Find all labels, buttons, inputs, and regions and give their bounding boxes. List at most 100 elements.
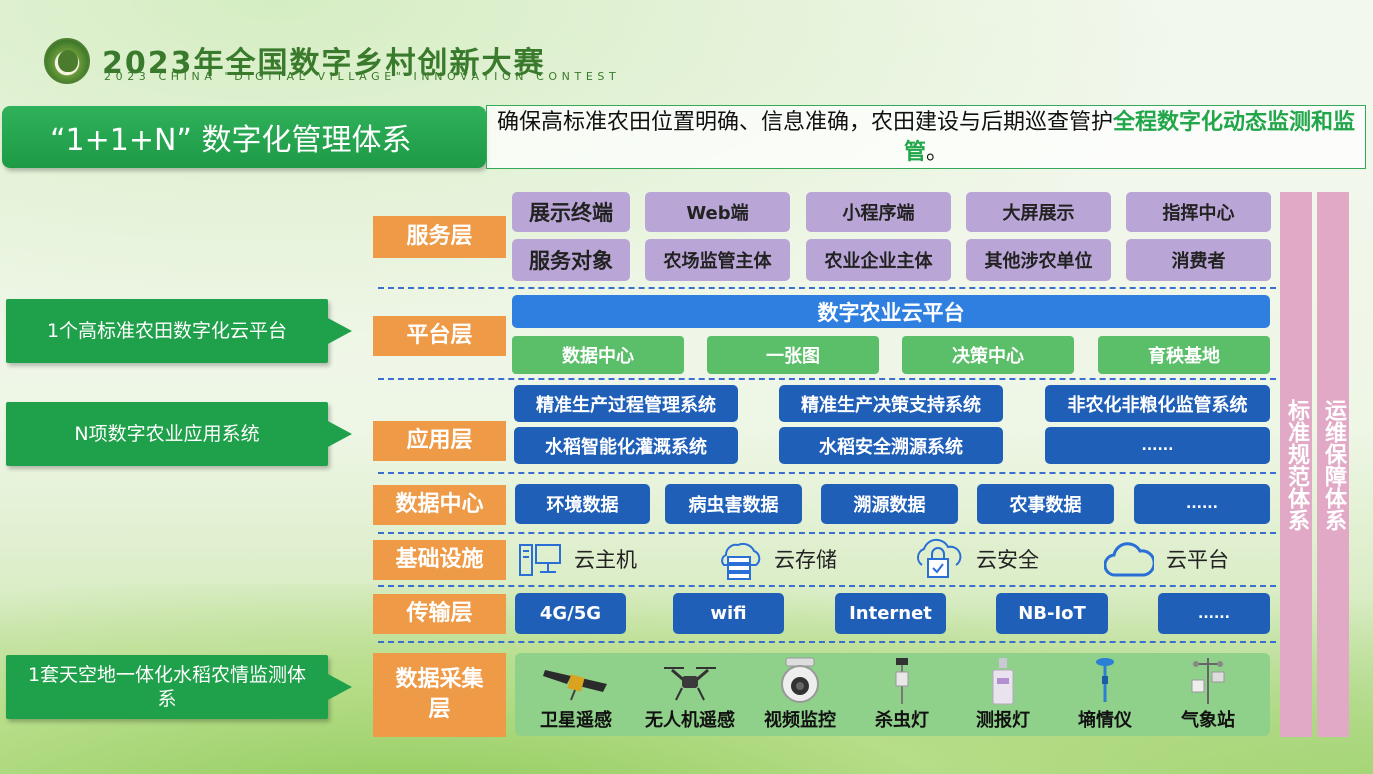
arrow-body [6,402,328,466]
device-camera: 视频监控 [750,654,850,736]
application-system: 精准生产过程管理系统 [514,385,738,422]
layer-separator [378,532,1276,534]
transport-item: wifi [673,593,784,634]
left-item-platform: 1个高标准农田数字化云平台 [6,299,352,363]
satellite-icon [543,670,607,701]
data-item: 溯源数据 [821,484,958,524]
data-item-more: ...... [1134,484,1270,524]
platform-module: 决策中心 [902,336,1074,374]
left-item-label: N项数字农业应用系统 [74,423,260,445]
server-icon [519,544,561,576]
device-soil-sensor: 墒情仪 [1055,654,1155,736]
service-terminal: Web端 [645,192,790,232]
arrow-body [6,299,328,363]
layer-service: 服务层 [373,216,506,258]
service-terminals-label: 展示终端 [512,192,630,232]
left-item-label: 1个高标准农田数字化云平台 [46,320,288,342]
layer-data-center: 数据中心 [373,485,506,525]
service-terminal: 指挥中心 [1126,192,1271,232]
cloud-security-icon [917,538,962,578]
arrow-right-icon [326,317,352,345]
data-item: 病虫害数据 [665,484,802,524]
infra-cloud-storage: 云存储 [716,536,837,582]
device-weather-station: 气象站 [1158,654,1258,736]
device-label: 杀虫灯 [875,710,929,731]
service-target: 农场监管主体 [645,239,790,281]
device-forecast-lamp: 测报灯 [953,654,1053,736]
infra-label: 云存储 [774,548,837,572]
application-more: ...... [1045,427,1270,464]
layer-application: 应用层 [373,421,506,461]
device-label: 墒情仪 [1078,710,1132,731]
application-system: 水稻智能化灌溉系统 [514,427,738,464]
cloud-storage-icon [721,542,761,580]
application-system: 水稻安全溯源系统 [779,427,1003,464]
device-label: 气象站 [1181,710,1235,731]
device-drone: 无人机遥感 [636,654,744,736]
service-target: 消费者 [1126,239,1271,281]
drone-icon [664,667,716,701]
layer-separator [378,287,1276,289]
arrow-right-icon [326,673,352,701]
standards-system-bar: 标准规范体系 [1280,192,1312,737]
layer-collection: 数据采集层 [373,653,506,737]
data-item: 环境数据 [515,484,650,524]
infra-cloud-platform: 云平台 [1104,536,1229,582]
collection-panel [515,653,1270,736]
service-target: 其他涉农单位 [966,239,1111,281]
layer-separator [378,641,1276,643]
weather-station-icon [1191,658,1225,704]
service-target: 农业企业主体 [806,239,951,281]
description-end: 。 [926,140,949,165]
device-label: 测报灯 [976,710,1030,731]
data-item: 农事数据 [977,484,1114,524]
infra-label: 云平台 [1166,548,1229,572]
layer-separator [378,472,1276,474]
contest-logo [44,38,90,84]
device-label: 卫星遥感 [540,710,612,731]
camera-icon [781,657,819,703]
infra-cloud-host: 云主机 [518,536,637,582]
soil-sensor-icon [1096,658,1114,702]
operations-system-bar: 运维保障体系 [1317,192,1349,737]
left-item-monitoring: 1套天空地一体化水稻农情监测体系 [6,655,352,719]
layer-separator [378,585,1276,587]
contest-subtitle: 2023 CHINA "DIGITAL VILLAGE" INNOVATION … [104,70,621,83]
layer-separator [378,378,1276,380]
application-system: 非农化非粮化监管系统 [1045,385,1270,422]
forecast-lamp-icon [992,658,1014,705]
transport-item: 4G/5G [515,593,626,634]
layer-transport: 传输层 [373,594,506,634]
cloud-icon [1104,542,1154,577]
description-box: 确保高标准农田位置明确、信息准确，农田建设与后期巡查管护全程数字化动态监测和监管… [486,105,1366,169]
infra-label: 云安全 [976,548,1039,572]
platform-module: 数据中心 [512,336,684,374]
service-terminal: 大屏展示 [966,192,1111,232]
service-terminal: 小程序端 [806,192,951,232]
arrow-right-icon [326,420,352,448]
platform-module: 一张图 [707,336,879,374]
layer-platform: 平台层 [373,316,506,356]
transport-item-more: ...... [1158,593,1270,634]
infra-label: 云主机 [574,548,637,572]
platform-module: 育秧基地 [1098,336,1270,374]
transport-item: Internet [835,593,946,634]
left-item-applications: N项数字农业应用系统 [6,402,352,466]
device-label: 无人机遥感 [645,710,735,731]
transport-item: NB-IoT [996,593,1108,634]
layer-infrastructure: 基础设施 [373,540,506,580]
contest-title: 2023年全国数字乡村创新大赛 [102,46,546,81]
service-targets-label: 服务对象 [512,239,630,281]
description-text: 确保高标准农田位置明确、信息准确，农田建设与后期巡查管护 [496,110,1113,135]
system-title-banner: “1+1+N” 数字化管理体系 [2,106,486,168]
arrow-body [6,655,328,719]
infra-cloud-security: 云安全 [912,536,1039,582]
left-item-label: 1套天空地一体化水稻农情监测体系 [27,664,307,710]
device-label: 视频监控 [764,710,836,731]
cloud-platform-bar: 数字农业云平台 [512,295,1270,328]
application-system: 精准生产决策支持系统 [779,385,1003,422]
description-highlight: 全程数字化动态监测和监管 [903,110,1356,165]
insect-lamp-icon [895,658,909,704]
device-insect-lamp: 杀虫灯 [852,654,952,736]
device-satellite: 卫星遥感 [526,654,626,736]
